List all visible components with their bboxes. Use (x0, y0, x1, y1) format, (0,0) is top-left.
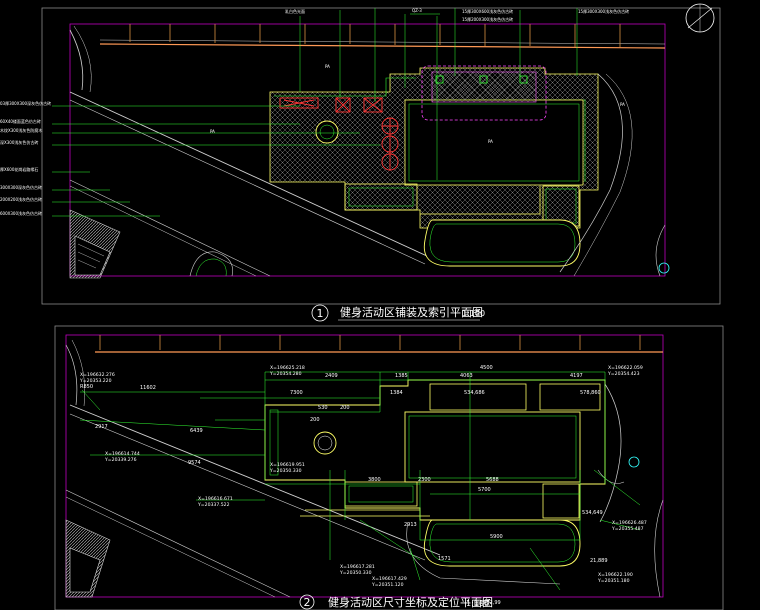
dim-6: 7300 (290, 390, 303, 396)
coord-7-x: X=196622.059 (608, 365, 643, 371)
left-callout-4: 厚X600花岗岩路缘石 (0, 166, 38, 172)
drawing-2-dimension-plan (54, 325, 724, 610)
dim-18: 2917 (95, 424, 108, 430)
area-tag-3: PA (620, 102, 625, 107)
dim-4: 2409 (325, 373, 338, 379)
coord-9-y: Y=20355.487 (611, 526, 644, 532)
drawing-2-number: 2 (304, 596, 311, 609)
north-arrow-icon (685, 3, 715, 33)
dim-15: 5700 (478, 487, 491, 493)
lawn-block (404, 99, 584, 186)
left-callout-1: 60X40镂面蓝色仿古砖 (0, 118, 41, 124)
area-tag-1: PA (210, 129, 215, 134)
dim-11: 200 (310, 417, 320, 423)
dim-23: 21,889 (590, 558, 608, 564)
dim-9: 200 (340, 405, 350, 411)
coord-6-y: Y=20351.120 (371, 582, 404, 588)
top-label-0: 乳白色光面 (285, 8, 305, 14)
dim-21: 534,649 (582, 510, 603, 516)
dim-20: 534,686 (464, 390, 485, 396)
dim-7: 1384 (390, 390, 403, 396)
dim-12: 5688 (486, 477, 499, 483)
dim-1: 1385 (395, 373, 408, 379)
drawing-2-coordinate-texts: X=196632.276 Y=20353.220 X=196625.218 Y=… (79, 365, 647, 588)
left-callout-2: 木纹X300浅灰色防腐木 (0, 127, 42, 133)
drawing-2-dimension-texts: 4500 1385 4063 4197 2409 11602 7300 1384… (80, 365, 608, 606)
coord-0-x: X=196632.276 (80, 372, 115, 378)
left-callout-6: 200X200浅灰色仿古砖 (0, 196, 42, 202)
coord-5-y: Y=20350.330 (339, 570, 372, 576)
drawing-2-scale: 1:100 (466, 599, 489, 608)
drawing-1-title-block: 1 健身活动区铺装及索引平面图 1:100 (311, 304, 485, 322)
coord-3-x: X=196614.744 (105, 451, 140, 457)
dim-8: 530 (318, 405, 328, 411)
dim-16: 5900 (490, 534, 503, 540)
dim-0: 4500 (480, 365, 493, 371)
coord-2-y: Y=20350.330 (269, 468, 302, 474)
dim-26: 1571 (438, 556, 451, 562)
dim-3: 4197 (570, 373, 583, 379)
fitness-zone-top (421, 65, 547, 121)
drawing-1-labels: 乳白色光面 QZ-3 15厚300X600浅灰色仿古砖 15厚200X300浅灰… (0, 8, 629, 216)
left-callout-5: 300X300深灰色仿古砖 (0, 184, 42, 190)
drawing-1-paving-index-plan (41, 3, 721, 305)
coord-4-x: X=196616.671 (198, 496, 233, 502)
coord-8-x: X=196622.190 (598, 572, 633, 578)
dim-19: R850 (80, 384, 93, 390)
drawing-1-number: 1 (317, 307, 324, 320)
coord-1-x: X=196625.218 (270, 365, 305, 371)
dim-14: 2300 (418, 477, 431, 483)
dim-24: 1572,99 (480, 600, 501, 606)
area-tag-0: PA (325, 64, 330, 69)
tree-pit-circle (315, 120, 339, 144)
dim-2: 4063 (460, 373, 473, 379)
top-right-label-1: 15厚200X300浅灰色仿古砖 (462, 16, 513, 22)
top-label-1: QZ-3 (412, 8, 422, 13)
dim-5: 11602 (140, 385, 156, 391)
road-curb-top (99, 43, 666, 49)
coord-6-x: X=196617.429 (372, 576, 407, 582)
top-right-label-2: 15厚300X300浅灰色仿古砖 (578, 8, 629, 14)
dim-13: 3800 (368, 477, 381, 483)
left-callout-3: 深X300浅灰色仿古砖 (0, 139, 38, 145)
sheet-frame-1 (41, 7, 721, 305)
coord-0-y: Y=20353.220 (79, 378, 112, 384)
dim-17: 9574 (188, 460, 201, 466)
drawing-2-title-block: 2 健身活动区尺寸坐标及定位平面图 1:100 (304, 595, 494, 609)
top-right-label-0: 15厚300X600浅灰色仿古砖 (462, 8, 513, 14)
dim-25: 2913 (404, 522, 417, 528)
coord-5-x: X=196617.281 (340, 564, 375, 570)
drawing-1-title: 健身活动区铺装及索引平面图 (340, 305, 483, 319)
dim-10: 6439 (190, 428, 203, 434)
drawing-1-scale: 1:100 (462, 309, 485, 318)
coord-8-y: Y=20351.180 (597, 578, 630, 584)
fitness-equipment-group (279, 97, 399, 171)
coord-9-x: X=196626.487 (612, 520, 647, 526)
coord-4-y: Y=20337.522 (197, 502, 230, 508)
area-tag-2: PA (488, 139, 493, 144)
drawing-2-title: 健身活动区尺寸坐标及定位平面图 (328, 595, 493, 609)
coord-1-y: Y=20354.280 (269, 371, 302, 377)
left-callout-7: 600X300浅灰色仿古砖 (0, 210, 42, 216)
dimension-lines (79, 371, 641, 591)
dim-22: 578,860 (580, 390, 601, 396)
coord-3-y: Y=20339.276 (104, 457, 137, 463)
plan-boundary-1 (69, 23, 666, 277)
left-callout-0: 03厚300X300深灰色仿古砖 (0, 100, 51, 106)
sheet-frame-2 (54, 325, 724, 610)
coord-7-y: Y=20354.423 (607, 371, 640, 377)
oval-lawn (423, 219, 581, 267)
coord-2-x: X=196619.951 (270, 462, 305, 468)
